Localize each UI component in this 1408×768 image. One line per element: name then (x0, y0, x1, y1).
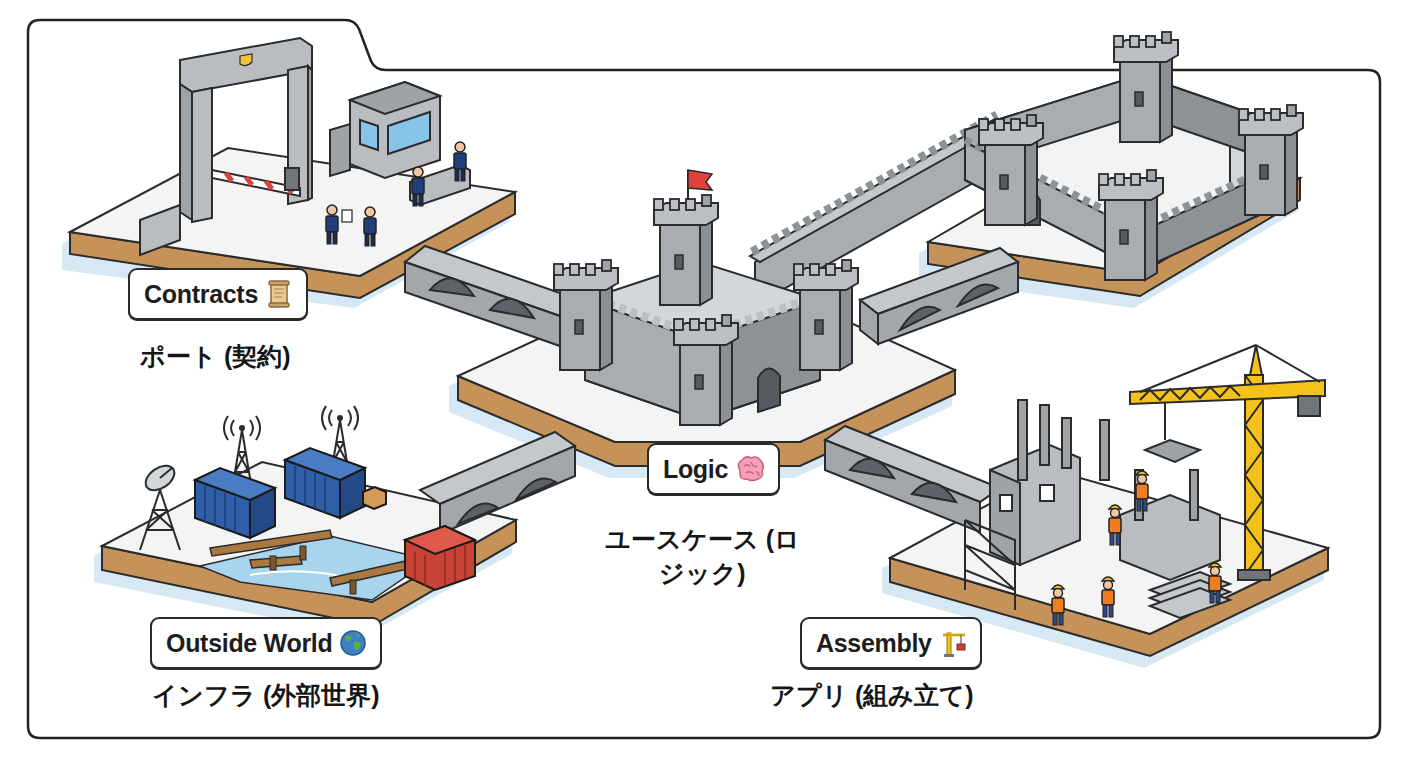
layer-icon (734, 454, 766, 484)
layer-subtitle: アプリ (組み立て) (770, 679, 1050, 713)
label-card: Outside World (150, 617, 382, 669)
layer-title: Contracts (144, 280, 258, 309)
layer-title: Logic (663, 455, 728, 484)
layer-title: Assembly (816, 629, 932, 658)
label-card: Logic (647, 443, 780, 495)
layer-icon (338, 628, 368, 658)
layer-icon (938, 628, 968, 658)
layer-node: Outside World インフラ (外部世界) (150, 617, 440, 713)
layer-subtitle: ポート (契約) (140, 340, 380, 374)
layer-node: Contracts ポート (契約) (128, 268, 388, 374)
layer-subtitle: ユースケース (ロジック) (600, 523, 805, 591)
label-card: Assembly (800, 617, 982, 669)
layer-subtitle: インフラ (外部世界) (152, 679, 442, 713)
layer-node: Assembly アプリ (組み立て) (770, 617, 1050, 713)
layer-icon (264, 279, 294, 309)
layer-node: Logic ユースケース (ロジック) (600, 443, 805, 591)
label-card: Contracts (128, 268, 308, 320)
layer-title: Outside World (166, 629, 332, 658)
